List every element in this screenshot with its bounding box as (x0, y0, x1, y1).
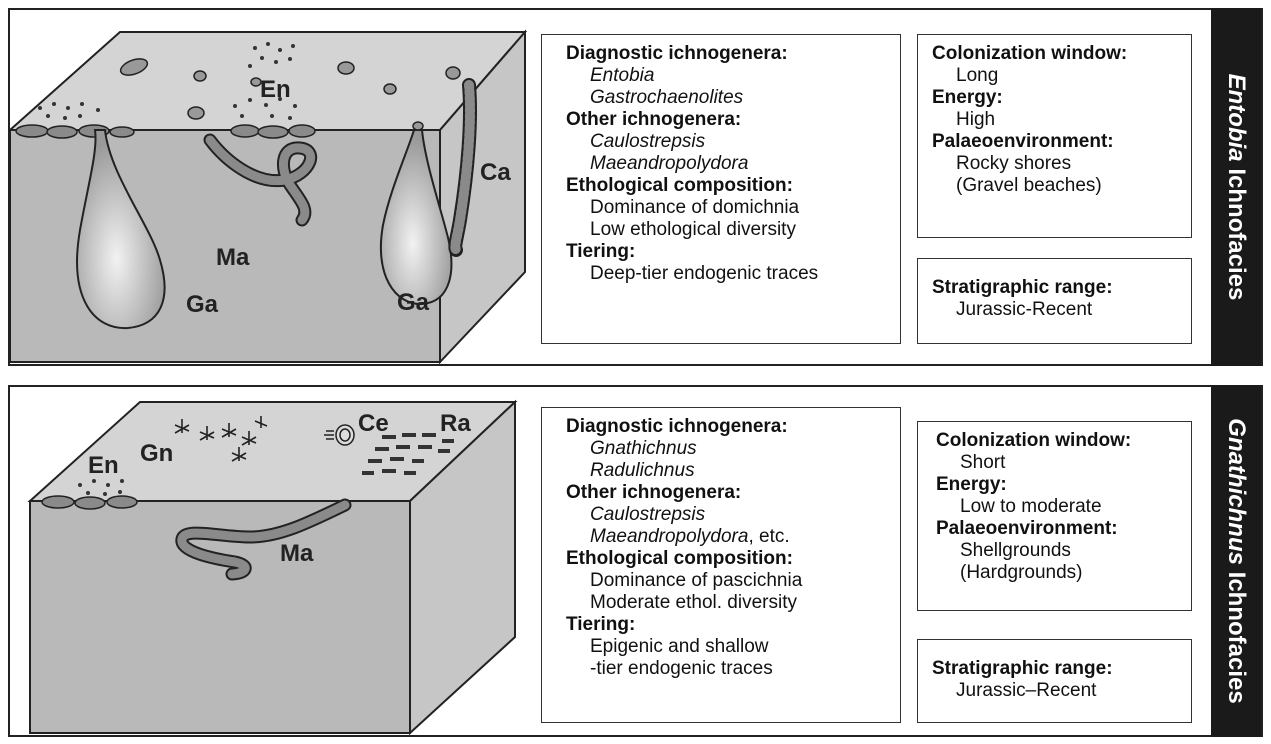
environment-box: Colonization window: Short Energy: Low t… (917, 421, 1192, 611)
label-en: En (260, 76, 291, 103)
other-item: Caulostrepsis (566, 131, 890, 153)
facies-banner: Gnathichnus Ichnofacies (1211, 385, 1261, 737)
tiering-item: Deep-tier endogenic traces (566, 263, 890, 285)
entobia-panel: En Ma Ca Ga Ga Diagnostic ichnogenera: E… (8, 8, 1263, 366)
other-item-suffix: , etc. (748, 526, 789, 547)
ethological-heading: Ethological composition: (566, 175, 890, 197)
ethological-item: Low ethological diversity (566, 219, 890, 241)
ichnogenera-box: Diagnostic ichnogenera: Gnathichnus Radu… (541, 407, 901, 723)
label-ga-left: Ga (186, 291, 219, 318)
diagnostic-item: Gnathichnus (566, 438, 890, 460)
palaeoenvironment-heading: Palaeoenvironment: (936, 518, 1181, 540)
palaeoenvironment-value: (Hardgrounds) (936, 562, 1181, 584)
label-ce: Ce (358, 410, 389, 437)
facies-name: Gnathichnus (1223, 418, 1250, 565)
ethological-heading: Ethological composition: (566, 548, 890, 570)
stratigraphic-range-box: Stratigraphic range: Jurassic–Recent (917, 639, 1192, 723)
stratigraphic-value: Jurassic–Recent (932, 680, 1181, 702)
palaeoenvironment-value: Rocky shores (932, 153, 1181, 175)
gnathichnus-block-diagram: En Gn Ce Ra Ma (10, 387, 530, 739)
colonization-value: Short (936, 452, 1181, 474)
ethological-item: Dominance of pascichnia (566, 570, 890, 592)
ichnogenera-box: Diagnostic ichnogenera: Entobia Gastroch… (541, 34, 901, 344)
other-heading: Other ichnogenera: (566, 109, 890, 131)
palaeoenvironment-heading: Palaeoenvironment: (932, 131, 1181, 153)
gnathichnus-panel: En Gn Ce Ra Ma Diagnostic ichnogenera: G… (8, 385, 1263, 737)
tiering-item: Epigenic and shallow (566, 636, 890, 658)
other-item: Caulostrepsis (566, 504, 890, 526)
label-ca: Ca (480, 159, 511, 186)
label-ma: Ma (216, 244, 250, 271)
label-gn: Gn (140, 440, 173, 467)
label-ra: Ra (440, 410, 471, 437)
facies-suffix: Ichnofacies (1223, 168, 1250, 300)
facies-title: Entobia Ichnofacies (1222, 74, 1250, 301)
facies-suffix: Ichnofacies (1223, 572, 1250, 704)
diagnostic-heading: Diagnostic ichnogenera: (566, 43, 890, 65)
tiering-heading: Tiering: (566, 241, 890, 263)
entobia-block-diagram: En Ma Ca Ga Ga (10, 10, 530, 368)
diagnostic-item: Radulichnus (566, 460, 890, 482)
label-ga-right: Ga (397, 289, 430, 316)
diagnostic-item: Entobia (566, 65, 890, 87)
facies-banner: Entobia Ichnofacies (1211, 8, 1261, 366)
stratigraphic-heading: Stratigraphic range: (932, 658, 1181, 680)
tiering-item: -tier endogenic traces (566, 658, 890, 680)
tiering-heading: Tiering: (566, 614, 890, 636)
stratigraphic-range-box: Stratigraphic range: Jurassic-Recent (917, 258, 1192, 344)
colonization-heading: Colonization window: (932, 43, 1181, 65)
other-item: Maeandropolydora (566, 153, 890, 175)
palaeoenvironment-value: Shellgrounds (936, 540, 1181, 562)
energy-value: High (932, 109, 1181, 131)
other-heading: Other ichnogenera: (566, 482, 890, 504)
palaeoenvironment-value: (Gravel beaches) (932, 175, 1181, 197)
stratigraphic-value: Jurassic-Recent (932, 299, 1181, 321)
energy-heading: Energy: (936, 474, 1181, 496)
energy-value: Low to moderate (936, 496, 1181, 518)
energy-heading: Energy: (932, 87, 1181, 109)
entobia-chambers (42, 496, 137, 509)
other-item-row: Maeandropolydora, etc. (566, 526, 890, 548)
diagnostic-heading: Diagnostic ichnogenera: (566, 416, 890, 438)
diagnostic-item: Gastrochaenolites (566, 87, 890, 109)
colonization-value: Long (932, 65, 1181, 87)
label-en: En (88, 452, 119, 479)
label-ma: Ma (280, 540, 314, 567)
facies-name: Entobia (1223, 74, 1250, 162)
ethological-item: Dominance of domichnia (566, 197, 890, 219)
stratigraphic-heading: Stratigraphic range: (932, 277, 1181, 299)
environment-box: Colonization window: Long Energy: High P… (917, 34, 1192, 238)
ethological-item: Moderate ethol. diversity (566, 592, 890, 614)
colonization-heading: Colonization window: (936, 430, 1181, 452)
facies-title: Gnathichnus Ichnofacies (1222, 418, 1250, 703)
other-item: Maeandropolydora (590, 526, 748, 547)
